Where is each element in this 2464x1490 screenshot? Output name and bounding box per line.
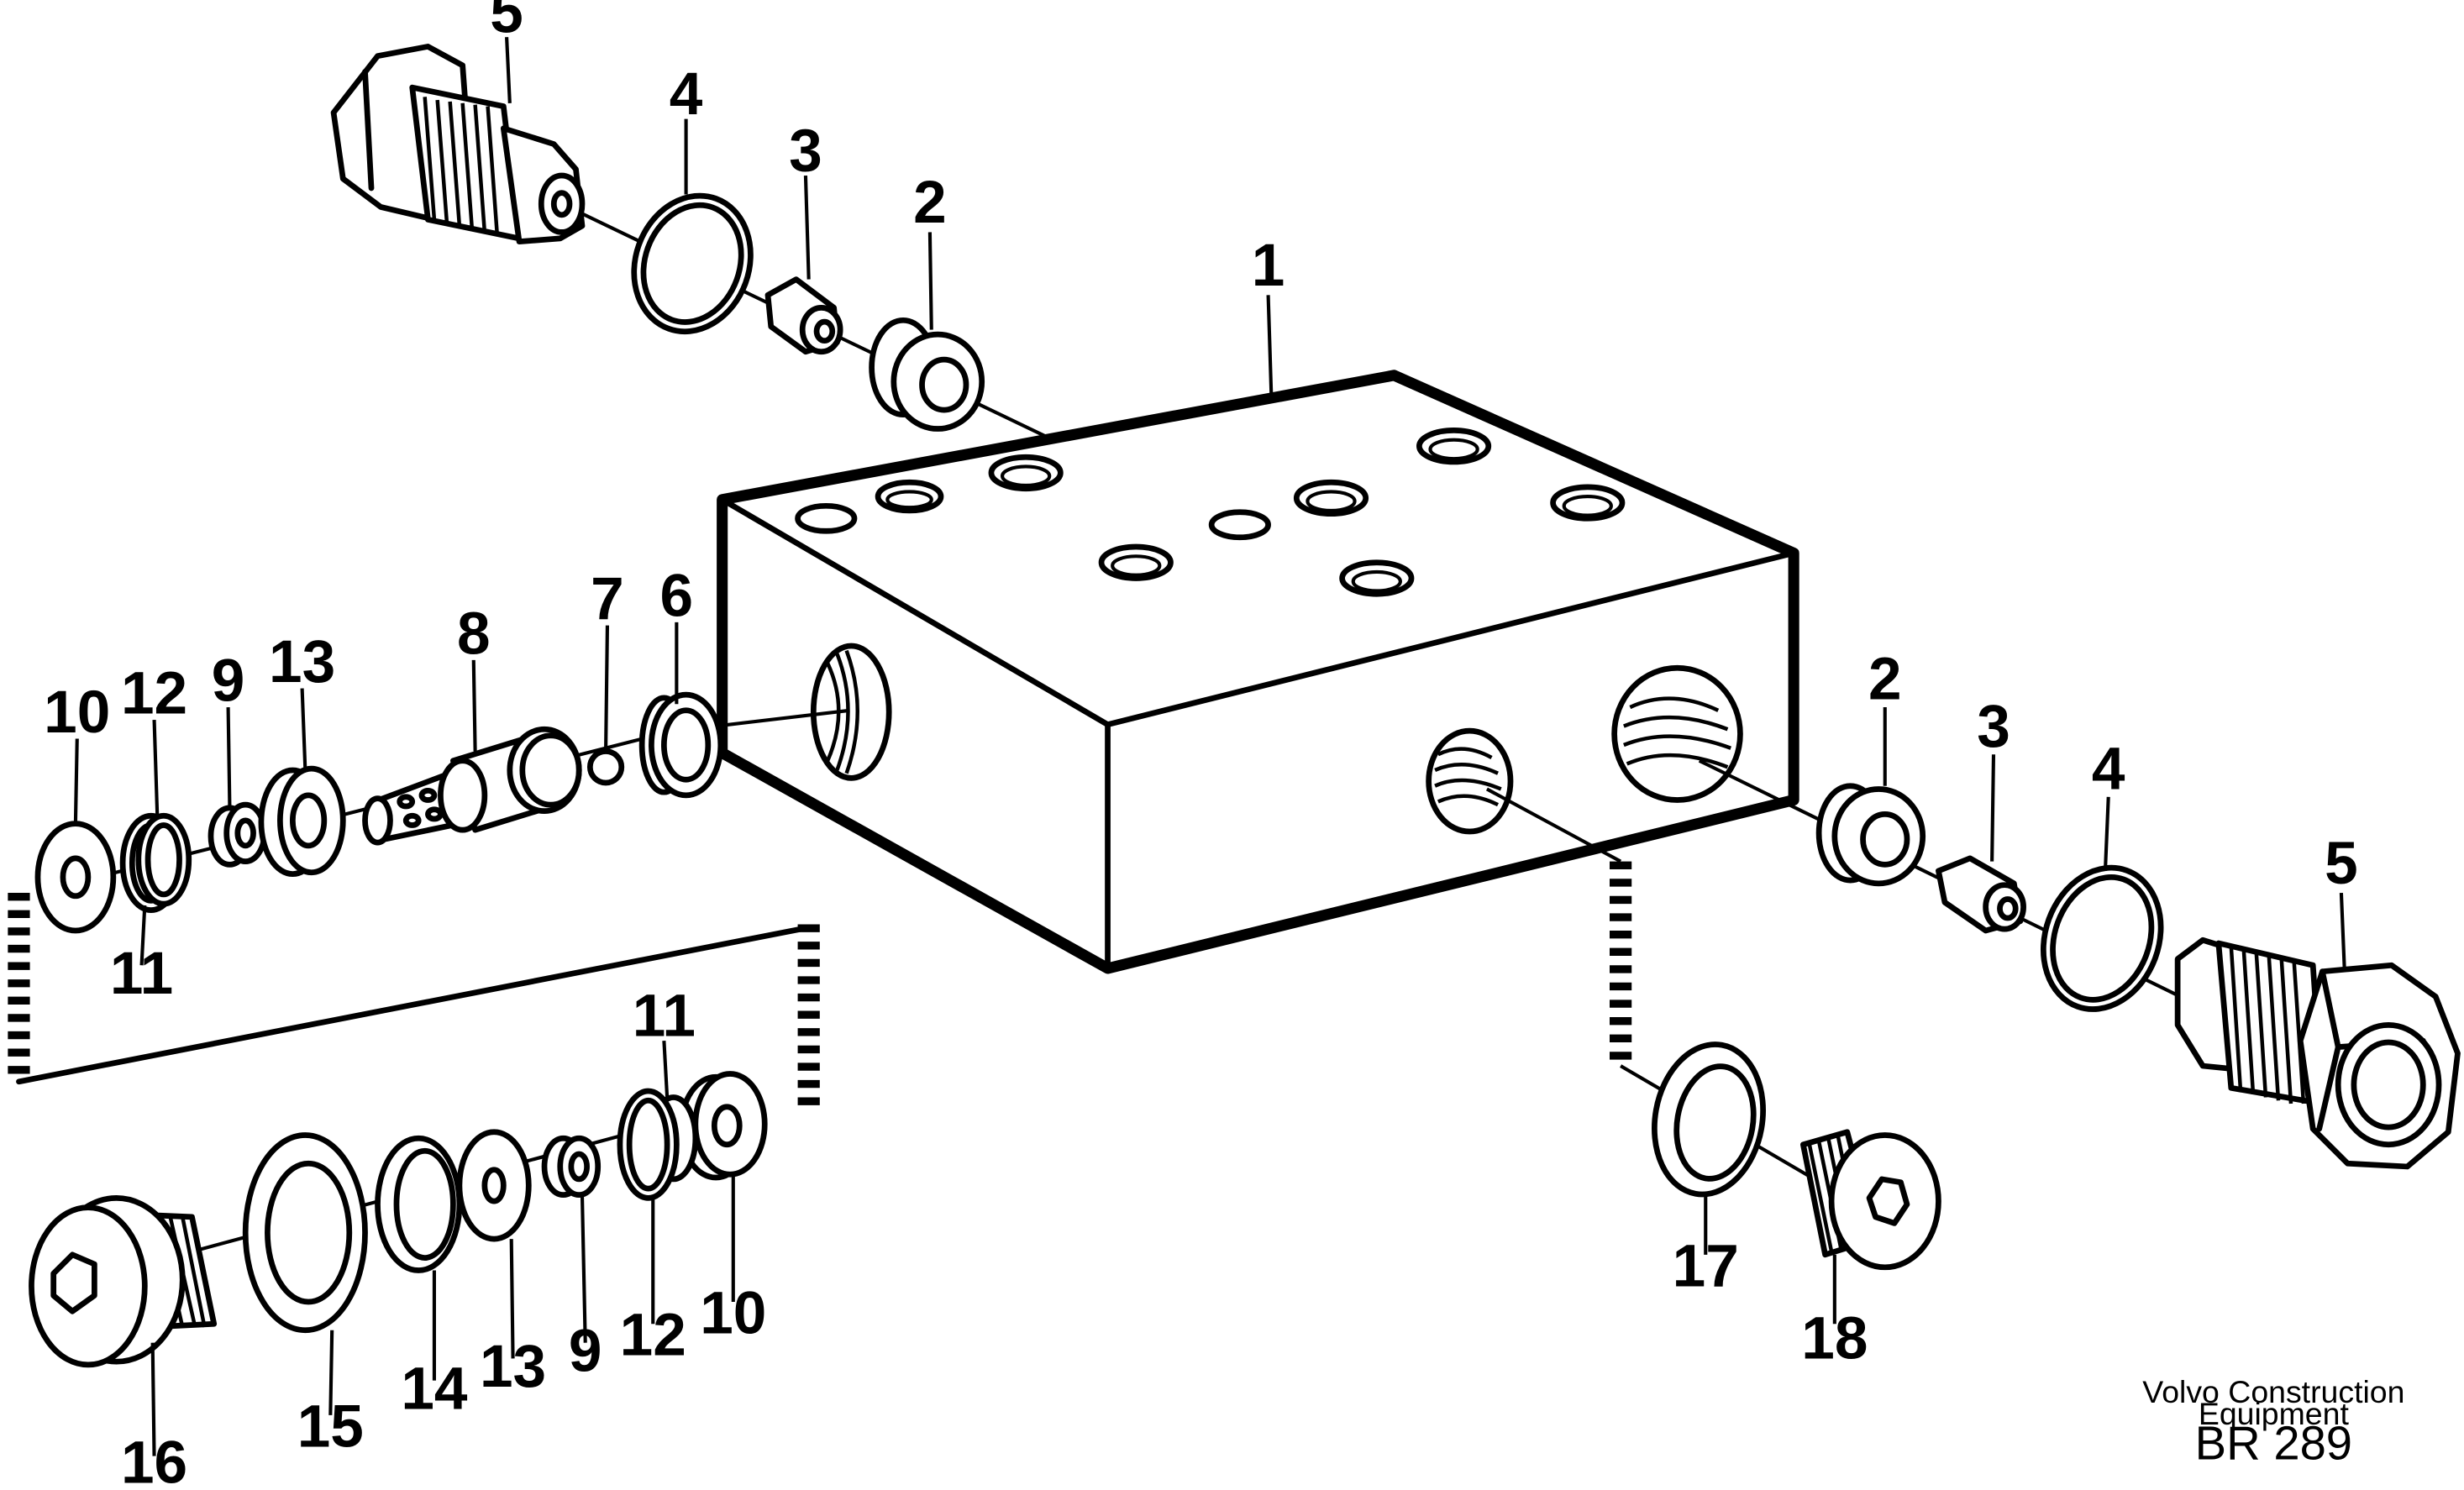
ring-14 bbox=[375, 1135, 463, 1273]
seal-17 bbox=[1651, 1041, 1766, 1198]
callout-2-top: 2 bbox=[913, 170, 947, 236]
callout-2-right: 2 bbox=[1868, 647, 1902, 713]
upper-check-valve-row bbox=[34, 691, 850, 934]
o-ring-4-top bbox=[631, 192, 754, 335]
gasket-15 bbox=[242, 1132, 368, 1334]
spacer-9-lower bbox=[541, 1135, 602, 1199]
spacer-9-upper bbox=[208, 801, 268, 868]
plug-5-right bbox=[2174, 936, 2461, 1170]
plug-5-top bbox=[330, 44, 586, 245]
callout-13-upper: 13 bbox=[269, 629, 335, 695]
callout-14: 14 bbox=[401, 1356, 468, 1422]
hatched-connector-left bbox=[8, 893, 820, 1110]
o-ring-11-12-lower bbox=[617, 1088, 699, 1201]
callout-15: 15 bbox=[297, 1393, 364, 1460]
plug-18 bbox=[1800, 1129, 1941, 1271]
leader-lines bbox=[73, 37, 2346, 1456]
callout-4-right: 4 bbox=[2092, 736, 2125, 802]
ball-7 bbox=[586, 748, 625, 786]
credit-line-2: Equipment bbox=[2199, 1396, 2350, 1431]
callout-10-lower: 10 bbox=[700, 1280, 766, 1346]
right-relief-valve-assembly bbox=[1698, 758, 2461, 1170]
callout-12-upper: 12 bbox=[121, 661, 187, 727]
lower-plug-row bbox=[29, 1071, 768, 1368]
seat-6 bbox=[638, 691, 724, 799]
credit-block: Volvo Construction Equipment BR 289 bbox=[2142, 1374, 2404, 1469]
callout-16: 16 bbox=[121, 1430, 187, 1490]
callout-9-upper: 9 bbox=[212, 648, 245, 715]
callout-3-top: 3 bbox=[789, 118, 822, 184]
seat-2-top bbox=[869, 317, 985, 432]
valve-block bbox=[717, 370, 1799, 974]
callout-9-lower: 9 bbox=[569, 1318, 602, 1384]
callout-17: 17 bbox=[1673, 1233, 1739, 1299]
callout-labels: 1 5 4 3 2 2 3 4 5 6 7 8 13 9 12 10 11 11… bbox=[44, 0, 2358, 1490]
poppet-3-top bbox=[764, 276, 843, 355]
callout-5-top: 5 bbox=[490, 0, 523, 46]
callout-11-lower: 11 bbox=[633, 983, 696, 1049]
plug-16 bbox=[29, 1195, 218, 1368]
callout-3-right: 3 bbox=[1977, 694, 2010, 760]
o-ring-11-12-upper bbox=[119, 812, 192, 914]
callout-7: 7 bbox=[591, 566, 624, 632]
valve-spool-8 bbox=[362, 726, 582, 846]
callout-1: 1 bbox=[1252, 233, 1285, 299]
callout-12-lower: 12 bbox=[620, 1303, 686, 1369]
o-ring-4-right bbox=[2040, 864, 2164, 1012]
callout-10-upper: 10 bbox=[44, 679, 110, 746]
poppet-3-right bbox=[1936, 855, 2026, 934]
seat-2-right bbox=[1815, 783, 1926, 887]
washer-10-lower bbox=[678, 1071, 768, 1181]
washer-13-lower bbox=[456, 1129, 532, 1242]
callout-6: 6 bbox=[660, 563, 694, 629]
callout-4-top: 4 bbox=[670, 61, 703, 128]
seal-13-upper bbox=[258, 765, 346, 877]
credit-line-1: Volvo Construction bbox=[2142, 1374, 2404, 1409]
callout-8: 8 bbox=[457, 601, 491, 667]
drawing-code: BR 289 bbox=[2195, 1416, 2352, 1469]
callout-11-upper: 11 bbox=[110, 941, 173, 1007]
callout-18: 18 bbox=[1801, 1305, 1868, 1372]
top-relief-valve-assembly bbox=[330, 44, 1048, 438]
washer-10-upper bbox=[34, 821, 117, 934]
callout-13-lower: 13 bbox=[480, 1334, 546, 1400]
callout-5-right: 5 bbox=[2325, 831, 2358, 897]
